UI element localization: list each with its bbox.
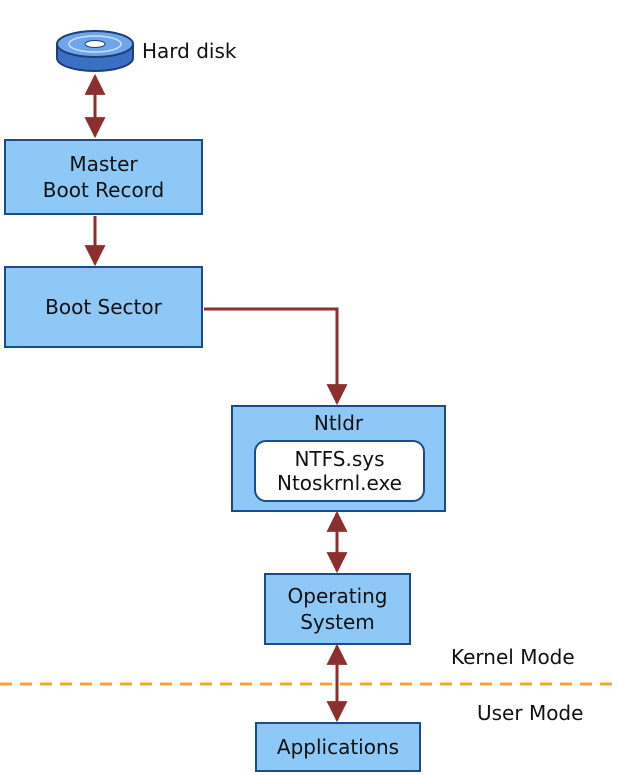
user-mode-label: User Mode — [477, 701, 584, 725]
ntldr-files-box: NTFS.sys Ntoskrnl.exe — [254, 440, 425, 502]
applications-box: Applications — [255, 722, 421, 772]
applications-label: Applications — [276, 735, 400, 759]
master-boot-record-box: Master Boot Record — [4, 139, 203, 215]
mbr-line-1: Master — [69, 152, 138, 176]
ntoskrnl-exe-label: Ntoskrnl.exe — [277, 471, 402, 495]
mbr-line-2: Boot Record — [42, 178, 165, 202]
os-line-2: System — [300, 610, 375, 634]
os-line-1: Operating — [287, 584, 388, 608]
hard-disk-icon — [56, 30, 134, 72]
arrow-bootsector-ntldr — [204, 307, 348, 406]
hard-disk-label: Hard disk — [142, 39, 237, 63]
ntfs-sys-label: NTFS.sys — [294, 447, 385, 471]
boot-sector-box: Boot Sector — [4, 266, 203, 348]
operating-system-box: Operating System — [264, 573, 411, 645]
boot-sector-label: Boot Sector — [45, 295, 162, 319]
kernel-mode-label: Kernel Mode — [451, 645, 575, 669]
ntldr-label: Ntldr — [313, 411, 364, 435]
